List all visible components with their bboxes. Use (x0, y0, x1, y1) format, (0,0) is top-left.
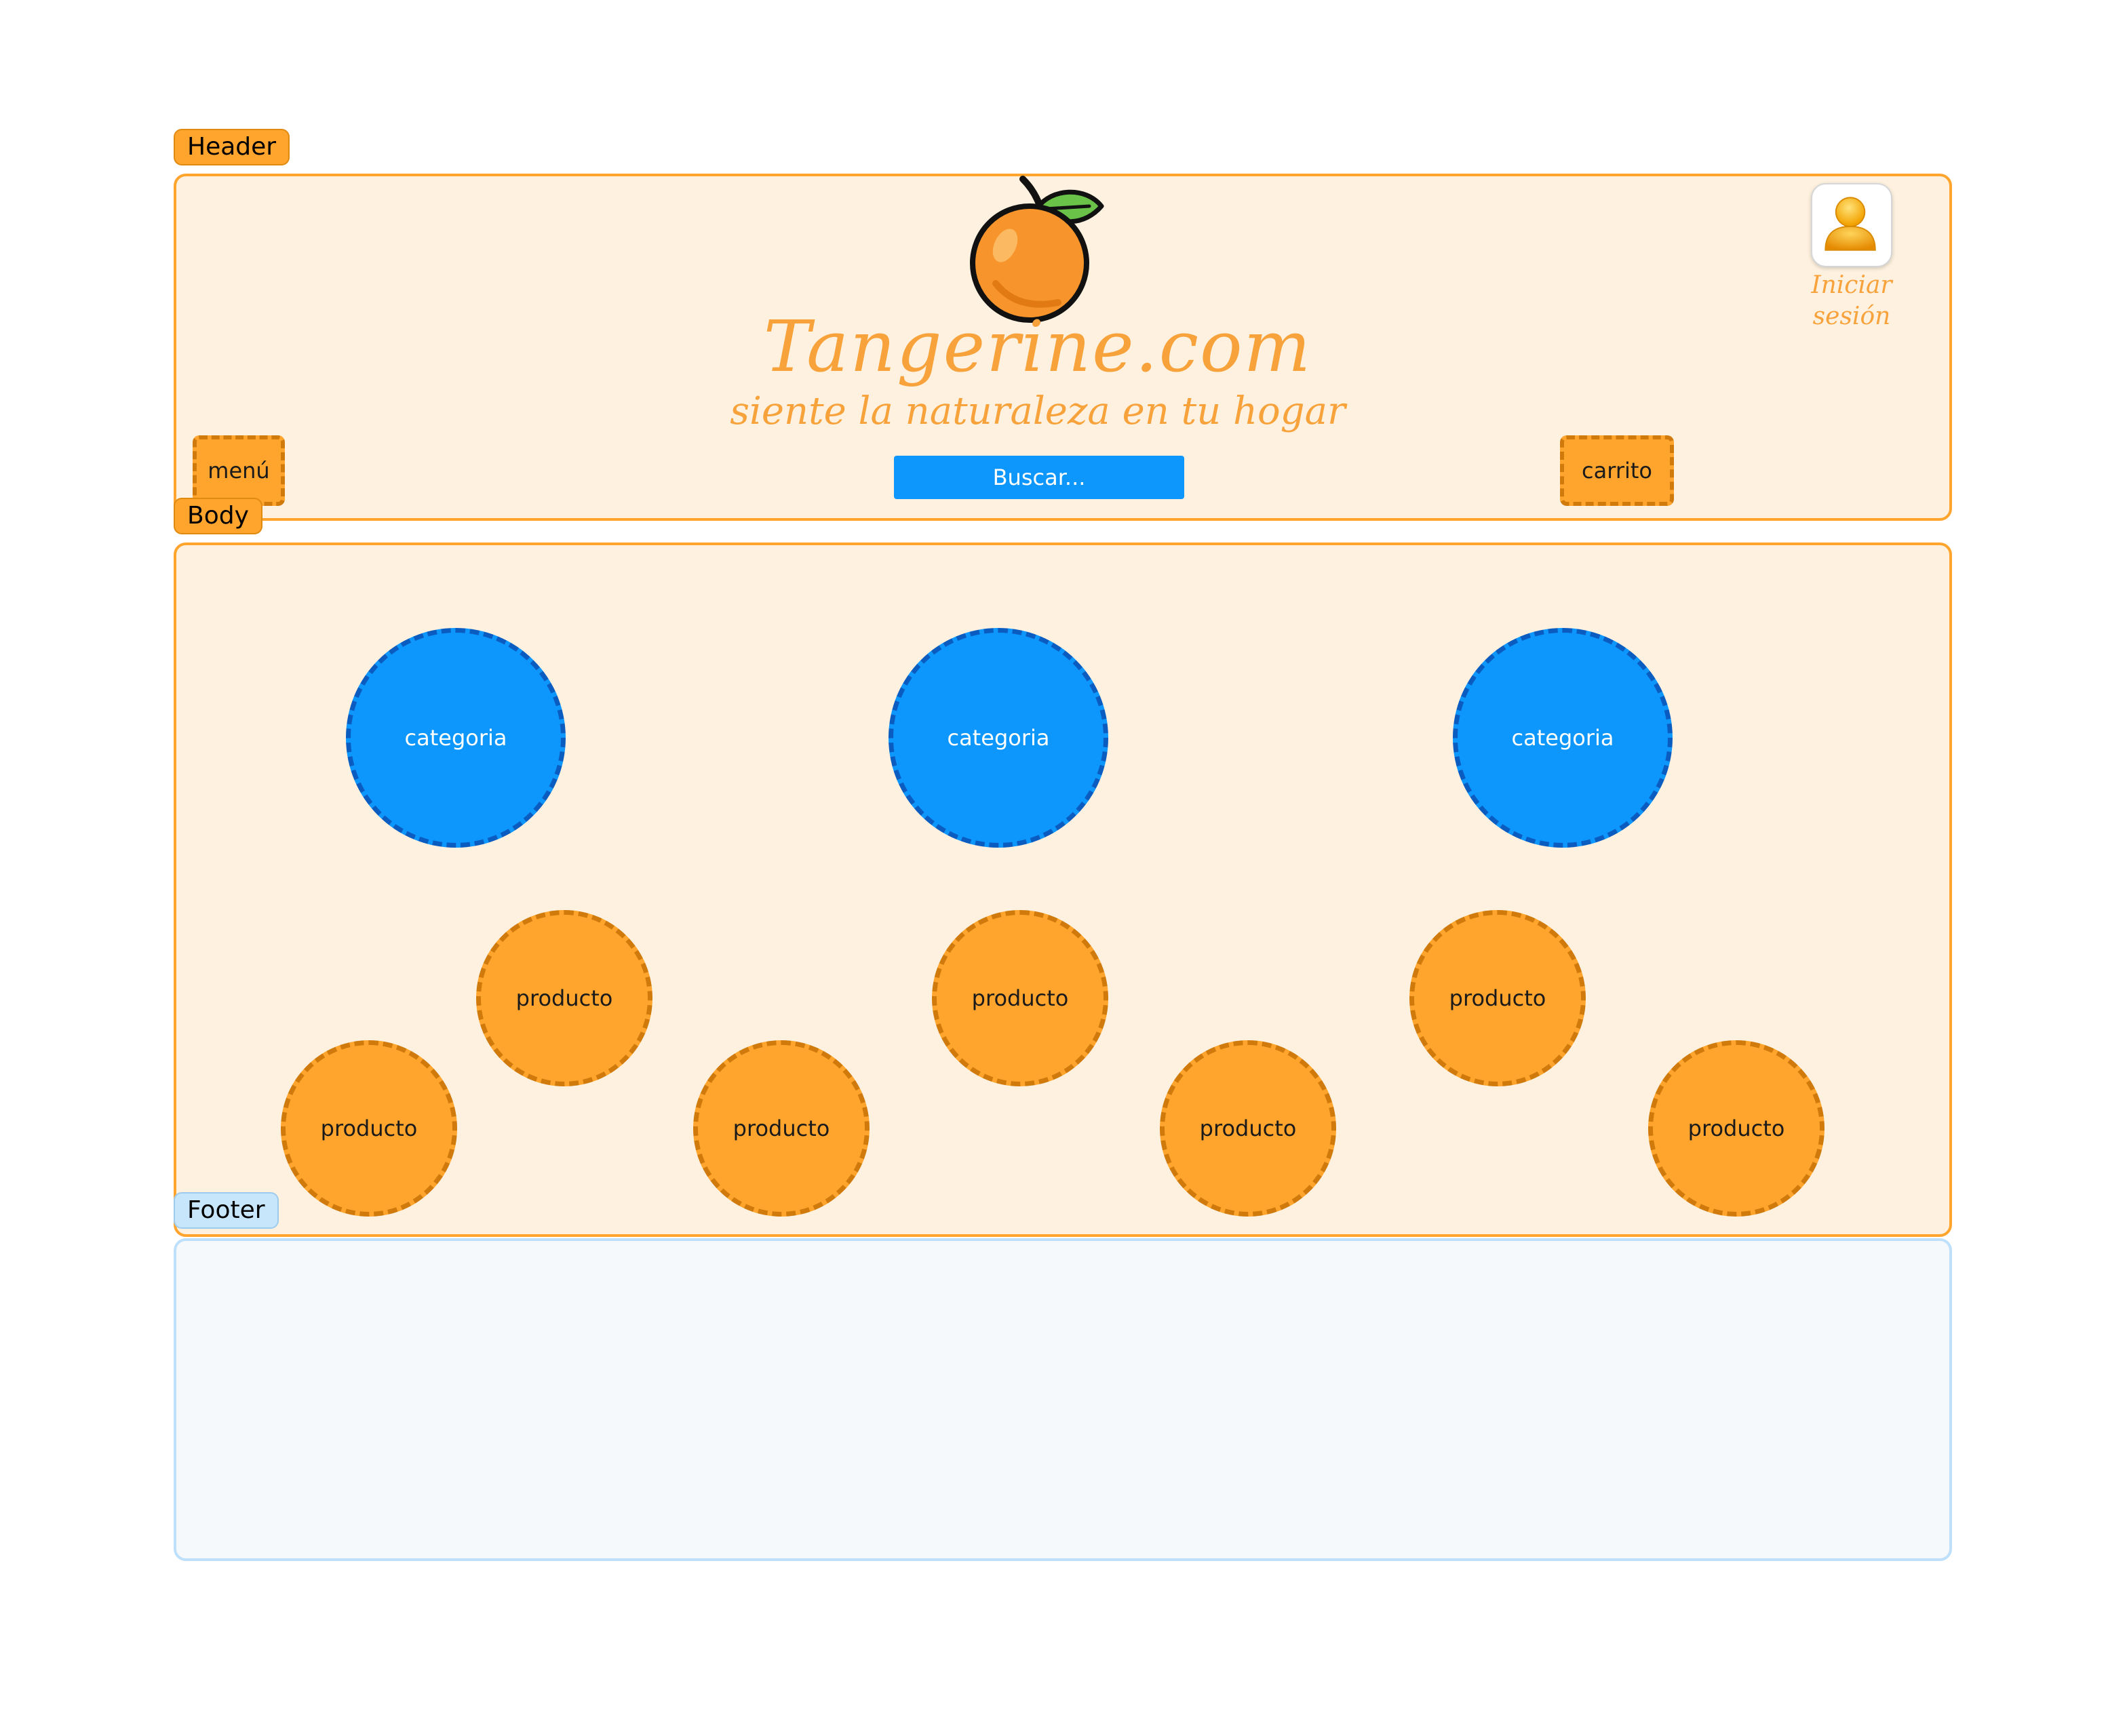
user-avatar-icon (1824, 197, 1876, 251)
footer-frame (174, 1238, 1952, 1561)
product-label: producto (971, 985, 1069, 1011)
product-label: producto (320, 1116, 418, 1141)
footer-section-tag: Footer (174, 1192, 279, 1229)
product-label: producto (1687, 1116, 1785, 1141)
category-circle[interactable]: categoria (1453, 628, 1673, 848)
product-label: producto (733, 1116, 830, 1141)
product-circle[interactable]: producto (932, 910, 1108, 1086)
product-circle[interactable]: producto (281, 1040, 457, 1217)
category-label: categoria (1511, 725, 1614, 751)
product-circle[interactable]: producto (1160, 1040, 1336, 1217)
header-section-tag: Header (174, 129, 290, 165)
search-placeholder: Buscar... (992, 465, 1086, 490)
search-input[interactable]: Buscar... (894, 456, 1184, 499)
product-label: producto (1449, 985, 1546, 1011)
tangerine-icon (970, 176, 1104, 323)
brand-title: Tangerine.com (763, 305, 1312, 388)
product-circle[interactable]: producto (693, 1040, 870, 1217)
category-circle[interactable]: categoria (346, 628, 566, 848)
login-button[interactable] (1811, 183, 1892, 267)
cart-button[interactable]: carrito (1560, 435, 1674, 506)
product-circle[interactable]: producto (476, 910, 652, 1086)
category-label: categoria (404, 725, 507, 751)
menu-button[interactable]: menú (193, 435, 285, 506)
product-label: producto (515, 985, 613, 1011)
login-label[interactable]: Iniciar sesión (1811, 271, 1892, 330)
brand-slogan: siente la naturaleza en tu hogar (730, 389, 1346, 433)
menu-button-label: menú (208, 458, 270, 484)
cart-button-label: carrito (1582, 458, 1652, 484)
category-circle[interactable]: categoria (889, 628, 1108, 848)
product-circle[interactable]: producto (1409, 910, 1586, 1086)
category-label: categoria (947, 725, 1050, 751)
product-circle[interactable]: producto (1648, 1040, 1824, 1217)
product-label: producto (1199, 1116, 1297, 1141)
body-section-tag: Body (174, 498, 262, 534)
